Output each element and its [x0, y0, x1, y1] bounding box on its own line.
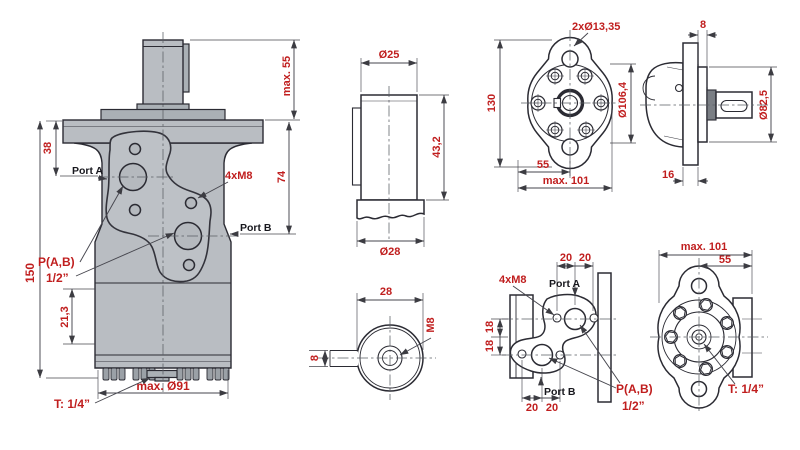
- shaft-end-view: 28 8 M8: [309, 286, 437, 400]
- dim-max-d91: max. Ø91: [136, 379, 190, 393]
- dim-43-2: 43,2: [431, 136, 443, 157]
- dim-55: 55: [537, 159, 549, 171]
- key-slot: [329, 350, 359, 367]
- flange-side-view: 8 Ø82,5 16: [640, 19, 777, 186]
- dim-max-101-rear: max. 101: [681, 241, 727, 253]
- ports-side-view: 20 20 20 20 18 18 4xM8 Port A Port B P(A…: [484, 252, 653, 414]
- rear-view: max. 101 55 T: 1/4”: [650, 241, 768, 414]
- dim-21-3: 21,3: [59, 306, 71, 327]
- label-port-a-ports: Port A: [549, 278, 581, 290]
- flange-front-dimensions: 2xØ13,35 130 Ø106,4 55 max. 101: [486, 21, 636, 192]
- label-pab-size: 1/2”: [46, 271, 69, 285]
- dim-8-hub: 8: [700, 19, 706, 31]
- label-port-b: Port B: [240, 222, 272, 234]
- pilot-hub: [697, 66, 708, 143]
- dim-20-top-left: 20: [560, 252, 572, 264]
- dim-d25: Ø25: [379, 49, 400, 61]
- dim-20-top-right: 20: [579, 252, 591, 264]
- rear-dimensions: max. 101 55 T: 1/4”: [658, 241, 764, 396]
- dim-74: 74: [276, 170, 288, 183]
- dim-38: 38: [42, 142, 54, 154]
- dim-18-bottom: 18: [484, 340, 496, 352]
- front-view-body: [62, 32, 264, 392]
- dim-2xd13-35: 2xØ13,35: [572, 21, 620, 33]
- dim-20-bottom-left: 20: [526, 402, 538, 414]
- dim-55-rear: 55: [719, 254, 731, 266]
- dim-20-bottom-right: 20: [546, 402, 558, 414]
- front-view-dimensions: 150 38 21,3 max. 55 74 max. Ø91 T: 1/4” …: [23, 39, 300, 411]
- dim-d28: Ø28: [380, 246, 401, 258]
- mounting-flange-plate: [597, 272, 612, 403]
- label-pab-ports: P(A,B): [616, 382, 653, 396]
- dim-130: 130: [486, 94, 498, 112]
- label-port-b-ports: Port B: [544, 386, 576, 398]
- flange-front-view: 2xØ13,35 130 Ø106,4 55 max. 101: [486, 21, 636, 192]
- dim-d106-4: Ø106,4: [617, 81, 629, 118]
- flange-plate: [682, 42, 699, 166]
- shaft-side-view: Ø25 43,2 Ø28: [351, 49, 449, 258]
- dim-d82-5: Ø82,5: [758, 90, 770, 120]
- front-view: 150 38 21,3 max. 55 74 max. Ø91 T: 1/4” …: [23, 32, 300, 411]
- label-t-quarter-rear: T: 1/4”: [728, 382, 764, 396]
- ports-side-dimensions: 20 20 20 20 18 18 4xM8 Port A Port B P(A…: [484, 252, 653, 414]
- label-m8-thread: M8: [425, 317, 437, 332]
- dim-max-55: max. 55: [281, 56, 293, 96]
- dim-150: 150: [23, 263, 37, 283]
- label-pab-size-ports: 1/2”: [622, 399, 645, 413]
- drain-plug: [146, 369, 178, 379]
- label-t-quarter: T: 1/4”: [54, 397, 90, 411]
- dim-18-top: 18: [484, 321, 496, 333]
- mounting-studs: [102, 367, 230, 382]
- flange-side-dimensions: 8 Ø82,5 16: [662, 19, 777, 186]
- shaft-key-flat: [351, 107, 363, 186]
- label-4xm8-ports: 4xM8: [499, 274, 527, 286]
- label-port-a: Port A: [72, 165, 104, 177]
- m8-holes: [517, 313, 599, 360]
- shaft-end-dimensions: 28 8 M8: [309, 286, 437, 367]
- dim-16: 16: [662, 169, 674, 181]
- dim-8-key: 8: [309, 355, 321, 361]
- label-4xm8: 4xM8: [225, 170, 253, 182]
- label-pab: P(A,B): [38, 255, 75, 269]
- keyway-slot: [720, 99, 748, 113]
- shaft-base-break: [356, 199, 425, 220]
- shaft-side-dimensions: Ø25 43,2 Ø28: [356, 49, 449, 258]
- dim-max-101: max. 101: [543, 175, 589, 187]
- dim-28: 28: [380, 286, 392, 298]
- m8-screw-holes: [128, 142, 198, 272]
